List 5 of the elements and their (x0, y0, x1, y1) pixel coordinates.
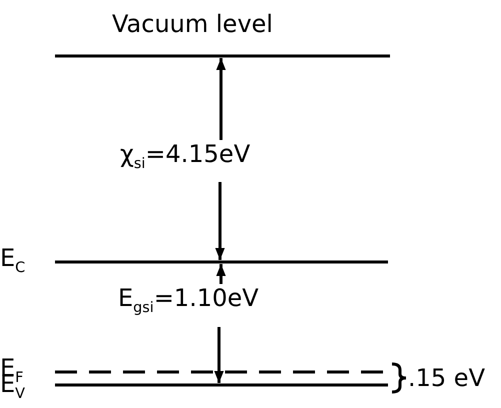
energy-value-label: E$_{gsi}$=1.10eV (118, 286, 259, 316)
level-label: Vacuum level (112, 12, 273, 36)
energy-value-label: χ$_{si}$=4.15eV (120, 142, 250, 172)
energy-value-label: .15 eV (408, 366, 485, 390)
level-label: E$_{C}$ (0, 246, 26, 276)
